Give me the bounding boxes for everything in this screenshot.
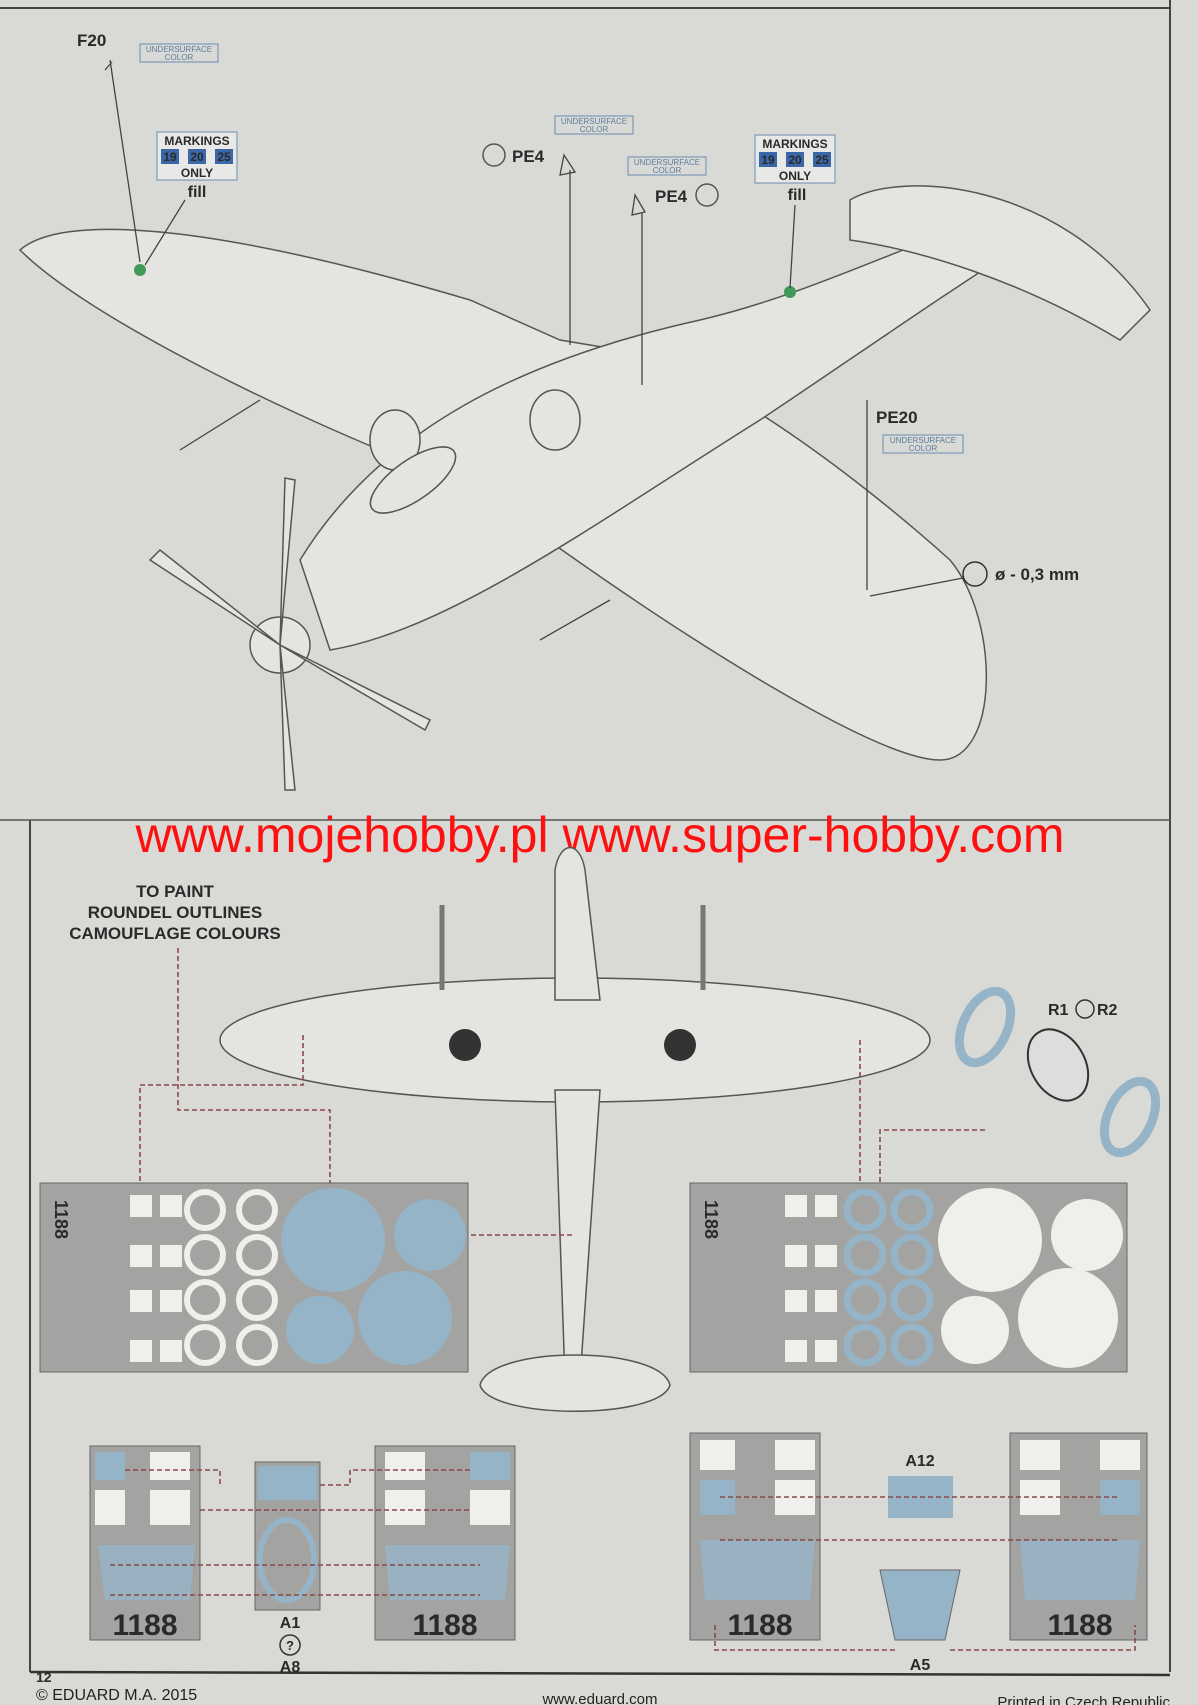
mask-number: 1188 <box>112 1609 177 1642</box>
watermark-text: www.mojehobby.pl www.super-hobby.com <box>134 807 1064 863</box>
drill-icon <box>962 561 988 587</box>
mask-number: 1188 <box>701 1200 721 1239</box>
svg-text:ONLY: ONLY <box>181 166 213 180</box>
svg-text:MARKINGS: MARKINGS <box>164 134 229 148</box>
fill-point-left <box>134 264 146 276</box>
svg-text:20: 20 <box>788 153 802 167</box>
underside-color-box <box>139 43 219 63</box>
part-label-f20: F20 <box>77 31 106 50</box>
underside-color-text: UNDERSURFACE <box>890 436 956 445</box>
part-label-a5: A5 <box>910 1657 931 1674</box>
svg-text:19: 19 <box>761 153 775 167</box>
svg-text:CAMOUFLAGE COLOURS: CAMOUFLAGE COLOURS <box>69 924 281 943</box>
copyright: © EDUARD M.A. 2015 <box>36 1687 197 1704</box>
part-label-pe4-left: PE4 <box>512 147 545 166</box>
underside-color-text: UNDERSURFACE <box>146 45 212 54</box>
part-label-a8: A8 <box>280 1659 301 1676</box>
plan-view-aircraft-drawing <box>219 847 931 1412</box>
alternative-symbol: ? <box>286 1638 294 1653</box>
svg-text:20: 20 <box>190 150 204 164</box>
underside-color-text: COLOR <box>909 444 938 453</box>
wheel-drawing <box>1026 1028 1090 1102</box>
bottom-border <box>29 1670 1171 1677</box>
underside-color-text: COLOR <box>653 166 682 175</box>
markings-box-left: MARKINGS 19 20 25 ONLY fill <box>156 131 238 201</box>
mask-number: 1188 <box>727 1609 792 1642</box>
paint-note: TO PAINT ROUNDEL OUTLINES CAMOUFLAGE COL… <box>69 882 281 943</box>
svg-text:ONLY: ONLY <box>779 169 811 183</box>
flip-icon <box>482 143 506 167</box>
part-label-r2: R2 <box>1097 1002 1118 1019</box>
isometric-aircraft-drawing <box>18 185 1151 791</box>
underside-color-text: COLOR <box>165 53 194 62</box>
svg-text:19: 19 <box>163 150 177 164</box>
wheel-mask-ring <box>954 986 1016 1068</box>
part-label-a12: A12 <box>905 1453 934 1470</box>
join-icon <box>1075 999 1095 1019</box>
page-number: 12 <box>36 1669 52 1685</box>
mask-sheet-left <box>39 1182 469 1373</box>
underside-color-text: COLOR <box>580 125 609 134</box>
part-label-pe20: PE20 <box>876 408 918 427</box>
underside-color-box <box>554 115 634 135</box>
underside-color-box <box>627 156 707 176</box>
underside-color-text: UNDERSURFACE <box>561 117 627 126</box>
mask-number: 1188 <box>1047 1609 1112 1642</box>
drill-size-label: ø - 0,3 mm <box>995 565 1079 584</box>
part-label-pe4-right: PE4 <box>655 187 688 206</box>
mask-number: 1188 <box>51 1200 71 1239</box>
svg-text:25: 25 <box>815 153 829 167</box>
underside-color-text: UNDERSURFACE <box>634 158 700 167</box>
alternative-icon <box>279 1634 301 1656</box>
mask-number: 1188 <box>412 1609 477 1642</box>
markings-box-right: MARKINGS 19 20 25 ONLY fill <box>754 134 836 204</box>
flip-icon <box>695 183 719 207</box>
canopy-mask-sheets <box>89 1432 1148 1641</box>
mask-sheet-right <box>689 1182 1128 1373</box>
svg-text:ROUNDEL OUTLINES: ROUNDEL OUTLINES <box>88 903 262 922</box>
printed-in: Printed in Czech Republic <box>997 1694 1170 1705</box>
fill-point-right <box>784 286 796 298</box>
svg-text:25: 25 <box>217 150 231 164</box>
part-label-a1: A1 <box>280 1615 301 1632</box>
svg-text:fill: fill <box>188 184 207 201</box>
website: www.eduard.com <box>541 1691 657 1705</box>
wheel-mask-ring <box>1099 1076 1161 1158</box>
underside-color-box <box>882 434 964 454</box>
svg-text:MARKINGS: MARKINGS <box>762 137 827 151</box>
part-label-r1: R1 <box>1048 1002 1069 1019</box>
svg-text:TO PAINT: TO PAINT <box>136 882 214 901</box>
svg-text:fill: fill <box>788 187 807 204</box>
